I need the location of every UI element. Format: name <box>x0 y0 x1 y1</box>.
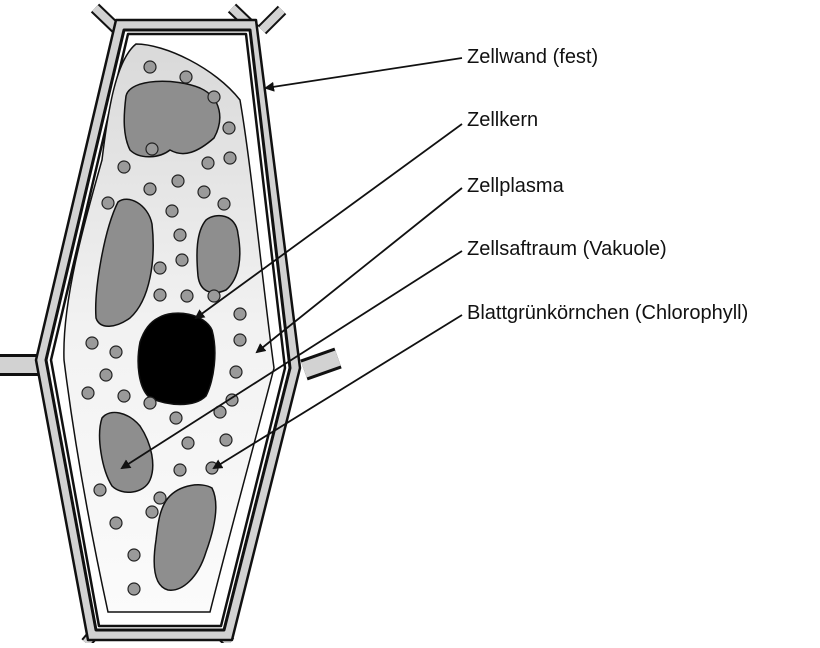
chloroplast <box>206 462 218 474</box>
chloroplast <box>102 197 114 209</box>
chloroplast <box>154 289 166 301</box>
chloroplast <box>220 434 232 446</box>
chloroplast <box>223 122 235 134</box>
chloroplast <box>128 583 140 595</box>
chloroplast <box>146 143 158 155</box>
chloroplast <box>174 229 186 241</box>
chloroplast <box>181 290 193 302</box>
nucleus <box>138 313 215 404</box>
chloroplast <box>128 549 140 561</box>
chloroplast <box>82 387 94 399</box>
chloroplast <box>170 412 182 424</box>
chloroplast <box>218 198 230 210</box>
chloroplast <box>176 254 188 266</box>
chloroplast <box>94 484 106 496</box>
chloroplast <box>166 205 178 217</box>
chloroplast <box>110 346 122 358</box>
chloroplast <box>118 390 130 402</box>
chloroplast <box>110 517 122 529</box>
chloroplast <box>234 334 246 346</box>
chloroplast <box>198 186 210 198</box>
chloroplast <box>224 152 236 164</box>
chloroplast <box>100 369 112 381</box>
vacuole <box>124 81 220 156</box>
label-zellwand: Zellwand (fest) <box>467 47 598 67</box>
label-blattgruen: Blattgrünkörnchen (Chlorophyll) <box>467 303 748 323</box>
chloroplast <box>208 290 220 302</box>
chloroplast <box>174 464 186 476</box>
chloroplast <box>146 506 158 518</box>
arrow-zellwand <box>266 58 462 88</box>
chloroplast <box>172 175 184 187</box>
label-zellplasma: Zellplasma <box>467 176 564 196</box>
chloroplast <box>118 161 130 173</box>
label-zellkern: Zellkern <box>467 110 538 130</box>
chloroplast <box>144 183 156 195</box>
vacuole <box>197 216 240 293</box>
chloroplast <box>86 337 98 349</box>
chloroplast <box>182 437 194 449</box>
label-zellsaftraum: Zellsaftraum (Vakuole) <box>467 239 667 259</box>
chloroplast <box>154 262 166 274</box>
chloroplast <box>144 61 156 73</box>
chloroplast <box>154 492 166 504</box>
chloroplast <box>208 91 220 103</box>
chloroplast <box>144 397 156 409</box>
chloroplast <box>202 157 214 169</box>
chloroplast <box>234 308 246 320</box>
chloroplast <box>180 71 192 83</box>
chloroplast <box>230 366 242 378</box>
